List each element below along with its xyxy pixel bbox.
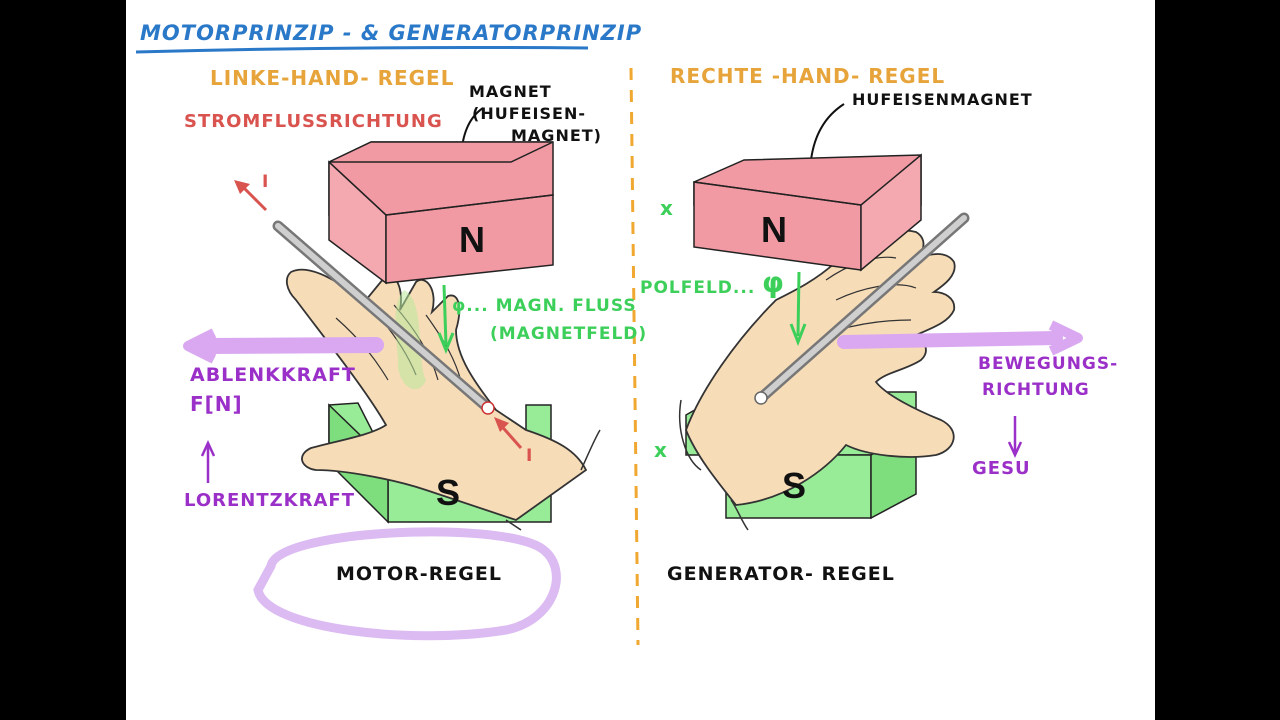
- magnet-pointer-line-right: [810, 103, 845, 161]
- right-hand: [679, 229, 956, 531]
- current-symbol-bottom: I: [526, 446, 534, 466]
- deflection-force-arrow: [196, 337, 384, 354]
- right-heading: RECHTE -HAND- REGEL: [670, 64, 946, 88]
- horseshoe-magnet-label: HUFEISENMAGNET: [852, 90, 1033, 109]
- current-symbol-top: I: [262, 172, 270, 192]
- flux-arrow-right: [796, 271, 801, 337]
- movement-direction-label-2: RICHTUNG: [982, 380, 1090, 400]
- lorentz-force-label: LORENTZKRAFT: [184, 490, 355, 511]
- magnet-label-line-2: (HUFEISEN-: [472, 104, 586, 123]
- generator-rule-label: GENERATOR- REGEL: [667, 563, 895, 585]
- current-direction-label: STROMFLUSSRICHTUNG: [184, 111, 443, 132]
- page-title: MOTORPRINZIP - & GENERATORPRINZIP: [140, 21, 643, 45]
- diagram-drawing: N S N S: [135, 46, 1083, 646]
- force-unit-label: F[N]: [190, 392, 243, 416]
- flux-label-line-1: φ... MAGN. FLUSS: [452, 296, 637, 316]
- right-conductor-rod: [754, 212, 970, 405]
- motor-rule-highlight: [253, 527, 561, 641]
- magnet-label-line-1: MAGNET: [469, 82, 552, 101]
- x-mark-bottom: x: [654, 438, 668, 462]
- x-mark-top: x: [660, 196, 674, 220]
- gesu-label: GESU: [972, 458, 1031, 479]
- flux-arrow-left: [442, 284, 448, 346]
- movement-direction-label-1: BEWEGUNGS-: [978, 354, 1119, 374]
- magnet-label-line-3: MAGNET): [511, 126, 602, 145]
- right-north-pole-block: [693, 153, 922, 272]
- pole-field-label: POLFELD...: [640, 278, 756, 298]
- left-north-pole-block: [328, 141, 554, 285]
- left-pole-s: S: [436, 472, 460, 513]
- movement-arrow: [837, 331, 1063, 349]
- right-pole-s: S: [782, 465, 806, 506]
- left-heading: LINKE-HAND- REGEL: [210, 66, 455, 90]
- left-pole-n: N: [459, 219, 485, 260]
- right-pole-n: N: [761, 209, 787, 250]
- whiteboard-canvas: N S N S MOTORPRINZIP - & GENERATORPRINZI…: [126, 0, 1155, 720]
- divider-line: [629, 67, 640, 646]
- title-underline: [135, 46, 589, 54]
- motor-rule-label: MOTOR-REGEL: [336, 563, 502, 585]
- deflection-force-label: ABLENKKRAFT: [190, 364, 356, 386]
- phi-symbol: φ: [762, 266, 785, 299]
- left-conductor-rod: [272, 220, 495, 415]
- flux-label-line-2: (MAGNETFELD): [490, 324, 648, 344]
